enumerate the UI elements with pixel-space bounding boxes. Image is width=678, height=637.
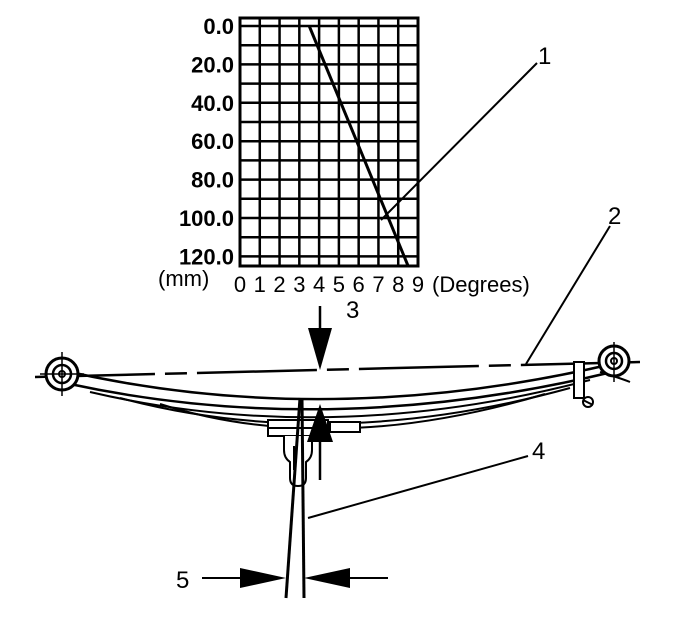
x-tick-label: 2	[273, 272, 285, 297]
callout-4-label: 4	[532, 438, 545, 465]
x-tick-label: 9	[412, 272, 424, 297]
leaf-2	[89, 379, 591, 419]
angle-gauge-right	[300, 397, 306, 599]
angle-gauge-left	[284, 397, 302, 599]
callout-3: 3	[307, 297, 359, 480]
front-eye	[40, 352, 84, 396]
x-tick-label: 3	[293, 272, 305, 297]
x-tick-label: 8	[392, 272, 404, 297]
x-tick-label: 7	[372, 272, 384, 297]
x-tick-label: 0	[234, 272, 246, 297]
callout-1: 1	[380, 43, 551, 221]
straight-edge-line	[34, 360, 641, 379]
leaf-spring	[34, 342, 641, 488]
y-unit-label: (mm)	[158, 266, 209, 291]
up-arrow	[307, 404, 333, 442]
y-tick-label: 20.0	[191, 52, 234, 77]
series-line	[307, 25, 410, 267]
right-measure-arrow	[304, 568, 350, 588]
x-tick-label: 4	[313, 272, 325, 297]
left-measure-arrow	[240, 568, 286, 588]
y-tick-label: 40.0	[191, 91, 234, 116]
chart-grid	[240, 18, 418, 266]
main-leaf-lower	[69, 370, 613, 411]
y-tick-label: 120.0	[179, 244, 234, 269]
callout-4: 4	[284, 397, 545, 599]
callout-5-label: 5	[176, 567, 189, 594]
callout-1-label: 1	[538, 43, 551, 70]
x-tick-label: 1	[254, 272, 266, 297]
chart-series	[307, 25, 410, 267]
callout-3-label: 3	[346, 297, 359, 324]
x-unit-label: (Degrees)	[432, 272, 530, 297]
callout-5: 5	[176, 567, 388, 594]
main-leaf	[69, 362, 613, 401]
rear-eye	[597, 342, 631, 383]
y-tick-label: 100.0	[179, 206, 234, 231]
x-tick-label: 6	[353, 272, 365, 297]
down-arrow	[308, 328, 332, 370]
y-tick-label: 60.0	[191, 129, 234, 154]
y-tick-label: 0.0	[203, 14, 234, 39]
y-tick-label: 80.0	[191, 168, 234, 193]
rebound-clip	[573, 361, 594, 408]
callout-2: 2	[525, 203, 621, 365]
chart-frame	[238, 16, 420, 268]
y-tick-labels: 0.0 20.0 40.0 60.0 80.0 100.0 120.0	[179, 14, 234, 269]
callout-2-label: 2	[608, 203, 621, 230]
x-tick-label: 5	[333, 272, 345, 297]
